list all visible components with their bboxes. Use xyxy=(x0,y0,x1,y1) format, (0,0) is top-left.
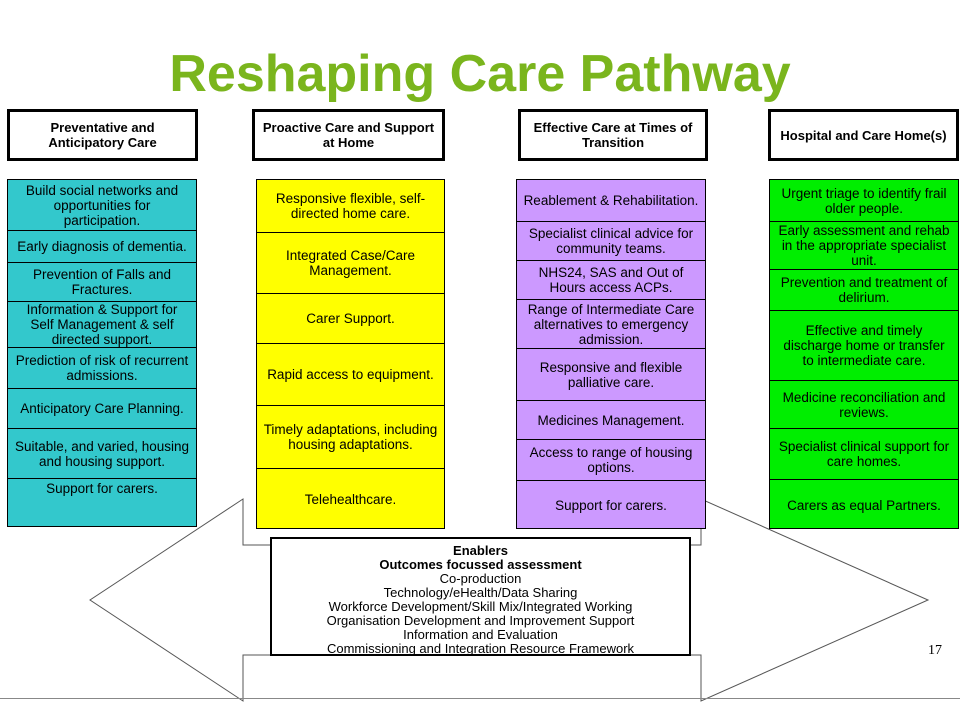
column-yellow: Responsive flexible, self-directed home … xyxy=(256,179,445,529)
enabler-item: Outcomes focussed assessment xyxy=(379,557,582,572)
enabler-item: Information and Evaluation xyxy=(403,627,558,642)
enablers-title: Enablers xyxy=(453,543,508,558)
pathway-item: Medicines Management. xyxy=(517,400,705,439)
pathway-item: Early assessment and rehab in the approp… xyxy=(770,221,958,269)
pathway-item: Specialist clinical advice for community… xyxy=(517,221,705,260)
pathway-item: Timely adaptations, including housing ad… xyxy=(257,405,444,468)
column-header: Hospital and Care Home(s) xyxy=(768,109,959,161)
pathway-item: Support for carers. xyxy=(517,480,705,530)
pathway-item: Effective and timely discharge home or t… xyxy=(770,310,958,380)
pathway-item: NHS24, SAS and Out of Hours access ACPs. xyxy=(517,260,705,299)
enabler-item: Commissioning and Integration Resource F… xyxy=(326,641,635,656)
enabler-item: Organisation Development and Improvement… xyxy=(326,613,635,628)
enabler-item: Technology/eHealth/Data Sharing xyxy=(383,585,578,600)
pathway-item: Support for carers. xyxy=(8,478,196,528)
pathway-item: Prevention and treatment of delirium. xyxy=(770,269,958,310)
column-header: Effective Care at Times of Transition xyxy=(518,109,708,161)
slide-title: Reshaping Care Pathway xyxy=(169,45,791,103)
pathway-item: Responsive and flexible palliative care. xyxy=(517,348,705,400)
pathway-item: Prevention of Falls and Fractures. xyxy=(8,262,196,301)
pathway-item: Telehealthcare. xyxy=(257,468,444,530)
enabler-item: Workforce Development/Skill Mix/Integrat… xyxy=(328,599,633,614)
enablers-box: Enablers Outcomes focussed assessment Co… xyxy=(270,537,691,656)
pathway-item: Reablement & Rehabilitation. xyxy=(523,193,699,208)
pathway-item: Specialist clinical support for care hom… xyxy=(770,428,958,479)
pathway-item: Responsive flexible, self-directed home … xyxy=(275,191,426,221)
page-number: 17 xyxy=(928,643,942,658)
pathway-item: Early diagnosis of dementia. xyxy=(8,230,196,262)
pathway-item: Access to range of housing options. xyxy=(517,439,705,480)
column-teal: Build social networks and opportunities … xyxy=(7,179,197,527)
pathway-item: Urgent triage to identify frail older pe… xyxy=(781,185,947,216)
pathway-item: Integrated Case/Care Management. xyxy=(257,232,444,293)
pathway-item: Build social networks and opportunities … xyxy=(25,182,179,228)
column-purple: Reablement & Rehabilitation. Specialist c… xyxy=(516,179,706,529)
pathway-item: Information & Support for Self Managemen… xyxy=(8,301,196,347)
pathway-item: Medicine reconciliation and reviews. xyxy=(770,380,958,428)
pathway-item: Suitable, and varied, housing and housin… xyxy=(8,428,196,478)
column-green: Urgent triage to identify frail older pe… xyxy=(769,179,959,529)
pathway-item: Prediction of risk of recurrent admissio… xyxy=(8,347,196,388)
footer-rule xyxy=(0,698,960,699)
pathway-item: Carer Support. xyxy=(257,293,444,343)
column-header: Preventative and Anticipatory Care xyxy=(7,109,198,161)
pathway-item: Range of Intermediate Care alternatives … xyxy=(517,299,705,348)
column-header: Proactive Care and Support at Home xyxy=(252,109,445,161)
pathway-item: Carers as equal Partners. xyxy=(770,479,958,530)
enabler-item: Co-production xyxy=(439,571,522,586)
pathway-item: Rapid access to equipment. xyxy=(257,343,444,405)
pathway-item: Anticipatory Care Planning. xyxy=(8,388,196,428)
